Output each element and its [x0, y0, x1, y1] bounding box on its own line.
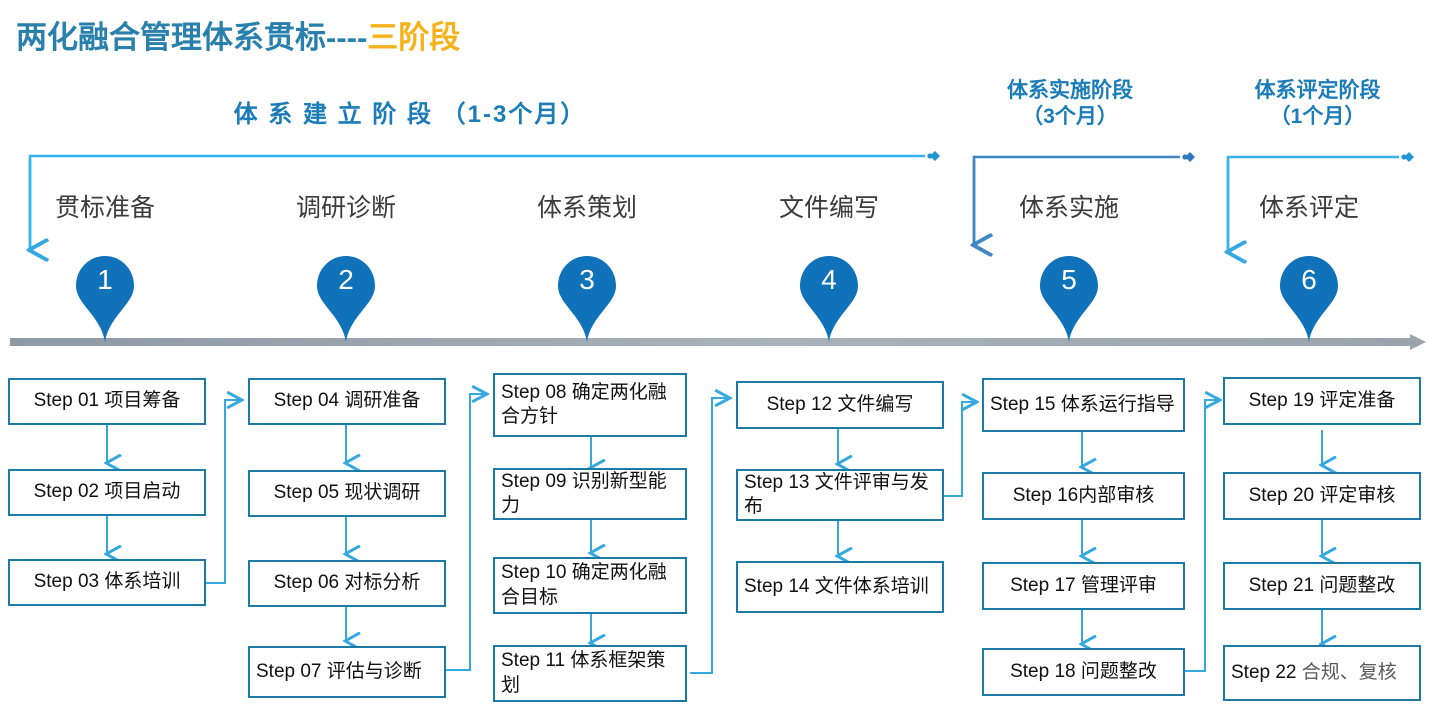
- step-box-18[interactable]: Step 18 问题整改: [982, 648, 1185, 696]
- step-en-14: Step 14: [744, 575, 810, 597]
- step-en-10: Step 10: [501, 562, 567, 584]
- stage-label-3: 体系策划: [536, 194, 637, 222]
- step-cn-15: 体系运行指导: [1060, 393, 1175, 415]
- step-cn-05: 现状调研: [344, 482, 421, 504]
- step-en-01: Step 01: [33, 390, 100, 412]
- step-en-04: Step 04: [273, 390, 340, 412]
- step-en-16: Step 16: [1012, 484, 1079, 506]
- step-box-04[interactable]: Step 04 调研准备: [248, 378, 446, 425]
- stage-pin-number-6: 6: [1301, 264, 1317, 295]
- step-cn-21: 问题整改: [1319, 574, 1396, 596]
- step-box-10[interactable]: Step 10 确定两化融合目标: [493, 557, 687, 614]
- step-en-19: Step 19: [1248, 389, 1315, 411]
- step-cn-22: 合规、复核: [1301, 661, 1397, 683]
- step-en-21: Step 21: [1248, 574, 1315, 596]
- step-box-14[interactable]: Step 14 文件体系培训: [736, 561, 944, 613]
- step-en-02: Step 02: [33, 481, 100, 503]
- step-box-11[interactable]: Step 11 体系框架策划: [493, 645, 687, 702]
- stage-pin-number-3: 3: [579, 264, 595, 295]
- step-en-20: Step 20: [1248, 484, 1315, 506]
- step-cn-14: 文件体系培训: [814, 575, 929, 597]
- step-box-13[interactable]: Step 13 文件评审与发布: [736, 469, 944, 521]
- stage-pin-number-2: 2: [338, 264, 354, 295]
- step-en-18: Step 18: [1010, 660, 1076, 682]
- step-en-03: Step 03: [33, 571, 100, 593]
- step-cn-13: 文件评审与发布: [744, 471, 929, 517]
- title-dashes: ----: [326, 20, 368, 55]
- step-box-19[interactable]: Step 19 评定准备: [1223, 377, 1421, 425]
- step-cn-04: 调研准备: [344, 390, 421, 412]
- title-main: 两化融合管理体系贯标: [16, 20, 326, 55]
- step-box-03[interactable]: Step 03 体系培训: [8, 559, 206, 606]
- phase-header-assess: 体系评定阶段 （1个月）: [1254, 79, 1381, 128]
- step-box-15[interactable]: Step 15 体系运行指导: [982, 378, 1185, 432]
- stage-label-2: 调研诊断: [295, 194, 396, 222]
- stage-label-4: 文件编写: [778, 194, 879, 222]
- step-box-17[interactable]: Step 17 管理评审: [982, 562, 1185, 610]
- stage-label-6: 体系评定: [1258, 194, 1359, 222]
- step-box-08[interactable]: Step 08 确定两化融合方针: [493, 373, 687, 437]
- step-cn-07: 评估与诊断: [326, 660, 422, 682]
- phase-header-establish: 体 系 建 立 阶 段 （1-3个月）: [233, 101, 587, 128]
- step-cn-11: 体系框架策划: [501, 650, 666, 696]
- phase-header-implement: 体系实施阶段 （3个月）: [1007, 79, 1133, 128]
- step-en-12: Step 12: [766, 393, 833, 415]
- step-box-07[interactable]: Step 07 评估与诊断: [248, 646, 446, 698]
- step-cn-03: 体系培训: [104, 571, 181, 593]
- stage-pin-1[interactable]: 1: [74, 256, 136, 342]
- step-box-02[interactable]: Step 02 项目启动: [8, 469, 206, 516]
- title-highlight: 三阶段: [367, 20, 461, 55]
- step-en-17: Step 17: [1010, 574, 1076, 596]
- stage-pin-2[interactable]: 2: [315, 256, 377, 342]
- step-cn-09: 识别新型能力: [501, 470, 667, 516]
- step-cn-08: 确定两化融合方针: [501, 381, 667, 427]
- step-cn-12: 文件编写: [837, 393, 914, 415]
- stage-pin-number-1: 1: [97, 264, 113, 295]
- stage-pin-6[interactable]: 6: [1278, 256, 1340, 342]
- stage-pin-3[interactable]: 3: [556, 256, 618, 342]
- step-cn-01: 项目筹备: [104, 390, 181, 412]
- stage-pin-shapes: [76, 256, 1338, 342]
- step-box-21[interactable]: Step 21 问题整改: [1223, 562, 1421, 610]
- step-box-05[interactable]: Step 05 现状调研: [248, 470, 446, 517]
- step-box-20[interactable]: Step 20 评定审核: [1223, 472, 1421, 520]
- step-box-22[interactable]: Step 22 合规、复核: [1223, 645, 1421, 701]
- step-en-06: Step 06: [273, 572, 340, 594]
- timeline-axis: [10, 334, 1426, 350]
- step-en-09: Step 09: [501, 470, 567, 492]
- stage-label-5: 体系实施: [1018, 194, 1119, 222]
- step-cn-17: 管理评审: [1080, 574, 1157, 596]
- step-en-07: Step 07: [256, 660, 322, 682]
- stage-pin-5[interactable]: 5: [1038, 256, 1100, 342]
- stage-pin-number-4: 4: [821, 264, 837, 295]
- step-box-01[interactable]: Step 01 项目筹备: [8, 378, 206, 425]
- step-cn-19: 评定准备: [1319, 389, 1396, 411]
- step-en-05: Step 05: [273, 482, 340, 504]
- stage-pin-4[interactable]: 4: [798, 256, 860, 342]
- stage-label-1: 贯标准备: [54, 194, 155, 222]
- step-cn-16: 内部审核: [1078, 484, 1155, 506]
- step-en-11: Step 11: [501, 650, 566, 672]
- step-en-22: Step 22: [1231, 661, 1297, 683]
- step-en-08: Step 08: [501, 381, 567, 403]
- step-box-06[interactable]: Step 06 对标分析: [248, 560, 446, 607]
- step-flow-arrows: [107, 394, 1322, 674]
- step-cn-02: 项目启动: [104, 481, 181, 503]
- step-cn-20: 评定审核: [1319, 484, 1396, 506]
- page-title: 两化融合管理体系贯标----三阶段: [16, 12, 460, 57]
- step-box-12[interactable]: Step 12 文件编写: [736, 381, 944, 429]
- step-cn-18: 问题整改: [1080, 660, 1157, 682]
- step-box-09[interactable]: Step 09 识别新型能力: [493, 468, 687, 520]
- stage-pin-number-5: 5: [1061, 264, 1077, 295]
- step-cn-10: 确定两化融合目标: [501, 562, 667, 608]
- step-cn-06: 对标分析: [344, 572, 421, 594]
- step-en-13: Step 13: [744, 471, 810, 493]
- step-en-15: Step 15: [990, 393, 1056, 415]
